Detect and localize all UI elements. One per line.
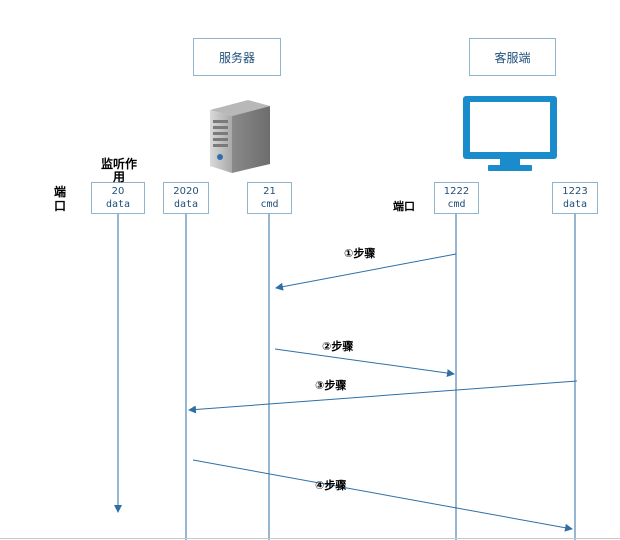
port-box-1223: 1223 data — [552, 182, 598, 214]
port-box-20: 20 data — [91, 182, 145, 214]
port-number: 21 — [263, 186, 276, 197]
step1-label: ①步骤 — [344, 247, 376, 260]
bottom-divider — [0, 538, 620, 539]
monitor-icon — [463, 96, 557, 171]
server-tower-icon — [210, 100, 270, 173]
port-number: 1223 — [562, 186, 588, 197]
port-number: 2020 — [173, 186, 199, 197]
step4-arrow — [192, 459, 573, 532]
step3-arrow — [188, 380, 578, 414]
step2-arrow — [274, 348, 455, 377]
port-kind: data — [173, 199, 199, 210]
step3-label: ③步骤 — [315, 379, 347, 392]
client-title-box: 客服端 — [469, 38, 556, 76]
port-box-1222: 1222 cmd — [434, 182, 479, 214]
port-number: 1222 — [443, 186, 470, 197]
port-label-right: 端口 — [393, 200, 415, 213]
port-label-left: 端口 — [54, 185, 67, 213]
server-title: 服务器 — [218, 50, 255, 65]
port-kind: data — [562, 199, 588, 210]
step1-arrow — [275, 253, 457, 291]
port-kind: cmd — [447, 199, 466, 210]
listen-label: 监听作用 — [100, 157, 137, 184]
port-kind: data — [105, 199, 131, 210]
port-box-2020: 2020 data — [163, 182, 209, 214]
client-title: 客服端 — [494, 50, 531, 65]
port-number: 20 — [111, 186, 125, 197]
step2-label: ②步骤 — [322, 340, 354, 353]
port-kind: cmd — [260, 199, 279, 210]
server-title-box: 服务器 — [193, 38, 281, 76]
step4-label: ④步骤 — [315, 479, 347, 492]
port-box-21: 21 cmd — [247, 182, 292, 214]
